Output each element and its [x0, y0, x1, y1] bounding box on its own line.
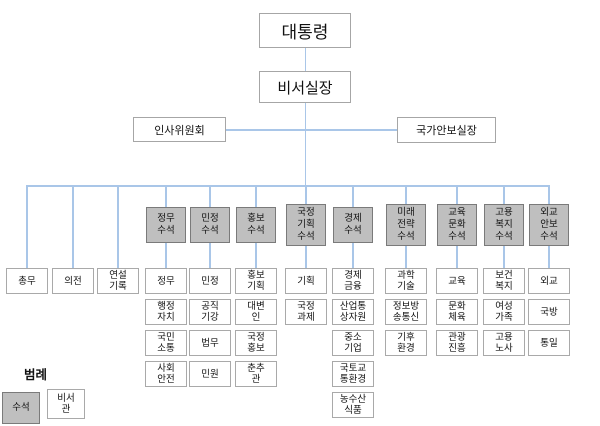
biseogwan-box: 농수산 식품: [332, 392, 374, 418]
connector-line: [165, 243, 167, 268]
suseok-box: 미래 전략 수석: [386, 204, 426, 246]
biseogwan-box: 고용 노사: [483, 330, 525, 356]
suseok-box: 고용 복지 수석: [484, 204, 524, 246]
chief-of-staff-box: 비서실장: [259, 71, 351, 103]
connector-line: [209, 185, 211, 207]
connector-line: [352, 243, 354, 268]
biseogwan-box: 문화 체육: [436, 299, 478, 325]
connector-line: [72, 185, 74, 268]
connector-line: [503, 246, 505, 268]
suseok-box: 홍보 수석: [236, 207, 276, 243]
biseogwan-box: 산업통 상자원: [332, 299, 374, 325]
personnel-committee-box: 인사위원회: [133, 117, 226, 142]
biseogwan-box: 기후 환경: [385, 330, 427, 356]
biseogwan-box: 여성 가족: [483, 299, 525, 325]
connector-line: [209, 243, 211, 268]
biseogwan-box: 국정 과제: [285, 299, 327, 325]
connector-line: [255, 243, 257, 268]
connector-bus: [27, 185, 550, 187]
legend-title: 범례: [24, 368, 48, 382]
biseogwan-box: 연설 기록: [97, 268, 139, 294]
suseok-box: 국정 기획 수석: [286, 204, 326, 246]
biseogwan-box: 의전: [52, 268, 94, 294]
biseogwan-box: 기획: [285, 268, 327, 294]
biseogwan-box: 국정 홍보: [235, 330, 277, 356]
biseogwan-box: 경제 금융: [332, 268, 374, 294]
biseogwan-box: 국민 소통: [145, 330, 187, 356]
biseogwan-box: 보건 복지: [483, 268, 525, 294]
national-security-office-box: 국가안보실장: [397, 117, 496, 143]
connector-line: [352, 185, 354, 207]
connector-line: [503, 185, 505, 204]
biseogwan-box: 대변 인: [235, 299, 277, 325]
biseogwan-box: 국토교 통환경: [332, 361, 374, 387]
suseok-box: 민정 수석: [190, 207, 230, 243]
biseogwan-box: 공직 기강: [189, 299, 231, 325]
biseogwan-box: 정무: [145, 268, 187, 294]
connector-line: [405, 185, 407, 204]
connector-line: [548, 185, 550, 204]
biseogwan-box: 외교: [528, 268, 570, 294]
president-box: 대통령: [259, 13, 351, 48]
biseogwan-box: 국방: [528, 299, 570, 325]
connector-line: [405, 246, 407, 268]
suseok-box: 교육 문화 수석: [437, 204, 477, 246]
legend-biseogwan-box: 비서 관: [47, 389, 85, 419]
biseogwan-box: 민원: [189, 361, 231, 387]
biseogwan-box: 과학 기술: [385, 268, 427, 294]
biseogwan-box: 총무: [6, 268, 48, 294]
biseogwan-box: 행정 자치: [145, 299, 187, 325]
suseok-box: 정무 수석: [146, 207, 186, 243]
connector-chief-bus: [304, 103, 306, 185]
biseogwan-box: 관광 진흥: [436, 330, 478, 356]
biseogwan-box: 춘추 관: [235, 361, 277, 387]
biseogwan-box: 교육: [436, 268, 478, 294]
suseok-box: 외교 안보 수석: [529, 204, 569, 246]
biseogwan-box: 법무: [189, 330, 231, 356]
connector-line: [255, 185, 257, 207]
biseogwan-box: 정보방 송통신: [385, 299, 427, 325]
suseok-box: 경제 수석: [333, 207, 373, 243]
legend-suseok-box: 수석: [2, 392, 40, 424]
connector-line: [456, 185, 458, 204]
biseogwan-box: 통일: [528, 330, 570, 356]
connector-line: [456, 246, 458, 268]
connector-line: [548, 246, 550, 268]
connector-line: [305, 185, 307, 204]
connector-president-chief: [304, 48, 306, 71]
biseogwan-box: 중소 기업: [332, 330, 374, 356]
biseogwan-box: 민정: [189, 268, 231, 294]
connector-crossbar: [226, 129, 397, 131]
connector-line: [305, 246, 307, 268]
connector-line: [26, 185, 28, 268]
biseogwan-box: 사회 안전: [145, 361, 187, 387]
connector-line: [165, 185, 167, 207]
biseogwan-box: 홍보 기획: [235, 268, 277, 294]
connector-line: [117, 185, 119, 268]
